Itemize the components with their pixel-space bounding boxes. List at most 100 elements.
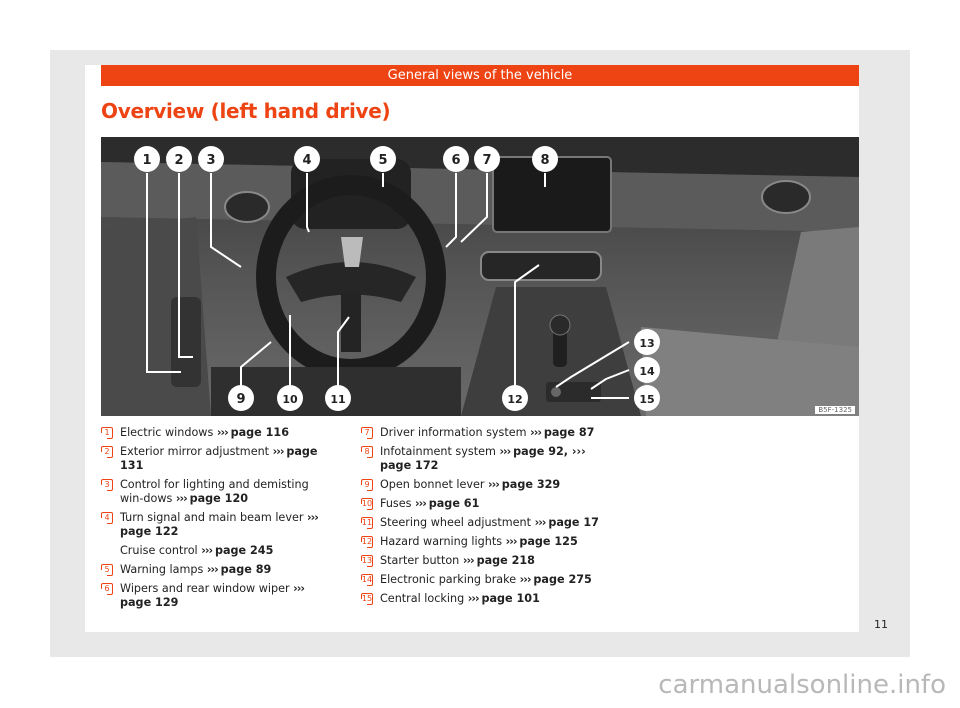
legend-text: Fuses (380, 497, 416, 510)
page-reference-link: page 218 (476, 554, 535, 567)
svg-text:9: 9 (236, 392, 245, 407)
legend-text: Exterior mirror adjustment (120, 445, 273, 458)
callout-9: 9 (228, 385, 254, 411)
figure-code: B5F-1325 (815, 406, 855, 414)
legend-number: 3 (101, 479, 113, 491)
page-reference-link: page 17 (548, 516, 599, 529)
legend-text: Control for lighting and demisting win-d… (120, 478, 309, 505)
page-number: 11 (874, 618, 888, 631)
callout-6: 6 (443, 146, 469, 172)
page-reference-link: page 275 (533, 573, 592, 586)
svg-text:7: 7 (482, 153, 491, 168)
section-title: Overview (left hand drive) (101, 99, 391, 123)
legend-text: Turn signal and main beam lever (120, 511, 307, 524)
legend-text: Starter button (380, 554, 463, 567)
chevron-icon: ››› (488, 478, 502, 491)
legend-left-column: 1 Electric windows ››› page 116 2 Exterior … (101, 426, 333, 615)
chevron-icon: ››› (206, 563, 221, 576)
callout-4: 4 (294, 146, 320, 172)
page-reference-link: page 125 (519, 535, 578, 548)
legend-number: 12 (361, 537, 373, 546)
legend-item: 10 Fuses ››› page 61 (361, 497, 611, 511)
callout-13: 13 (634, 329, 660, 355)
chevron-icon: ››› (499, 445, 514, 458)
page-reference-link: page 101 (481, 592, 540, 605)
page-reference-link: page 116 (230, 426, 289, 439)
chapter-header: General views of the vehicle (101, 65, 859, 86)
legend-item: 5 Warning lamps ››› page 89 (101, 563, 333, 577)
legend-number: 11 (361, 518, 373, 527)
callout-11: 11 (325, 385, 351, 411)
svg-text:8: 8 (540, 153, 549, 168)
legend-text: Open bonnet lever (380, 478, 489, 491)
svg-text:4: 4 (302, 153, 311, 168)
chevron-icon: ››› (415, 497, 429, 510)
dashboard-photo: 1 2 3 4 5 6 7 8 9 10 11 12 13 14 15 B5F-… (101, 137, 859, 416)
legend-number: 10 (361, 499, 373, 508)
page-reference-link: page 61 (428, 497, 480, 510)
callout-2: 2 (166, 146, 192, 172)
legend-item: 1 Electric windows ››› page 116 (101, 426, 333, 440)
legend-number: 2 (101, 446, 113, 458)
legend-text: Electric windows (120, 426, 217, 439)
legend-number: 4 (101, 512, 113, 524)
legend-number: 13 (361, 556, 373, 565)
svg-text:14: 14 (639, 365, 655, 378)
callout-10: 10 (277, 385, 303, 411)
svg-text:2: 2 (174, 153, 183, 168)
chevron-icon: ››› (175, 492, 190, 505)
svg-text:1: 1 (142, 153, 151, 168)
chevron-icon: ››› (306, 511, 319, 524)
chevron-icon: ››› (530, 426, 544, 439)
callout-12: 12 (502, 385, 528, 411)
legend-item: Cruise control ››› page 245 (101, 544, 333, 558)
legend-text: Infotainment system (380, 445, 500, 458)
page-reference-link: page 245 (214, 544, 274, 557)
legend-item: 3 Control for lighting and demisting win-… (101, 478, 333, 506)
page-reference-link: page 122 (120, 525, 179, 538)
legend-number: 9 (361, 479, 373, 491)
callout-1: 1 (134, 146, 160, 172)
page-reference-link: page 92, ››› page 172 (380, 445, 586, 472)
legend-item: 2 Exterior mirror adjustment ››› page 131 (101, 445, 333, 473)
legend-text: Central locking (380, 592, 468, 605)
page-reference-link: page 87 (543, 426, 595, 439)
chevron-icon: ››› (293, 582, 305, 595)
callout-8: 8 (532, 146, 558, 172)
svg-text:13: 13 (639, 337, 654, 350)
chevron-icon: ››› (467, 592, 482, 605)
legend-text: Driver information system (380, 426, 531, 439)
page-reference-link: page 329 (501, 478, 561, 491)
legend-text: Hazard warning lights (380, 535, 506, 548)
chevron-icon: ››› (201, 544, 215, 557)
page-reference-link: page 89 (220, 563, 272, 576)
page-reference-link: page 129 (120, 596, 179, 609)
callout-7: 7 (474, 146, 500, 172)
chevron-icon: ››› (519, 573, 534, 586)
legend-text: Electronic parking brake (380, 573, 520, 586)
svg-text:15: 15 (639, 393, 654, 406)
legend-text: Cruise control (120, 544, 202, 557)
watermark: carmanualsonline.info (658, 670, 946, 700)
chevron-icon: ››› (216, 426, 231, 439)
legend-item: 4 Turn signal and main beam lever ››› pag… (101, 511, 333, 539)
legend-item: 12 Hazard warning lights ››› page 125 (361, 535, 611, 549)
chevron-icon: ››› (505, 535, 520, 548)
legend-number: 5 (101, 564, 113, 576)
page-reference-link: page 131 (120, 445, 318, 472)
legend-item: 9 Open bonnet lever ››› page 329 (361, 478, 611, 492)
callout-3: 3 (198, 146, 224, 172)
legend-text: Warning lamps (120, 563, 207, 576)
svg-text:10: 10 (282, 393, 298, 406)
legend-text: Steering wheel adjustment (380, 516, 535, 529)
legend-number: 1 (101, 427, 113, 439)
svg-text:12: 12 (507, 393, 522, 406)
callout-14: 14 (634, 357, 660, 383)
chevron-icon: ››› (272, 445, 287, 458)
